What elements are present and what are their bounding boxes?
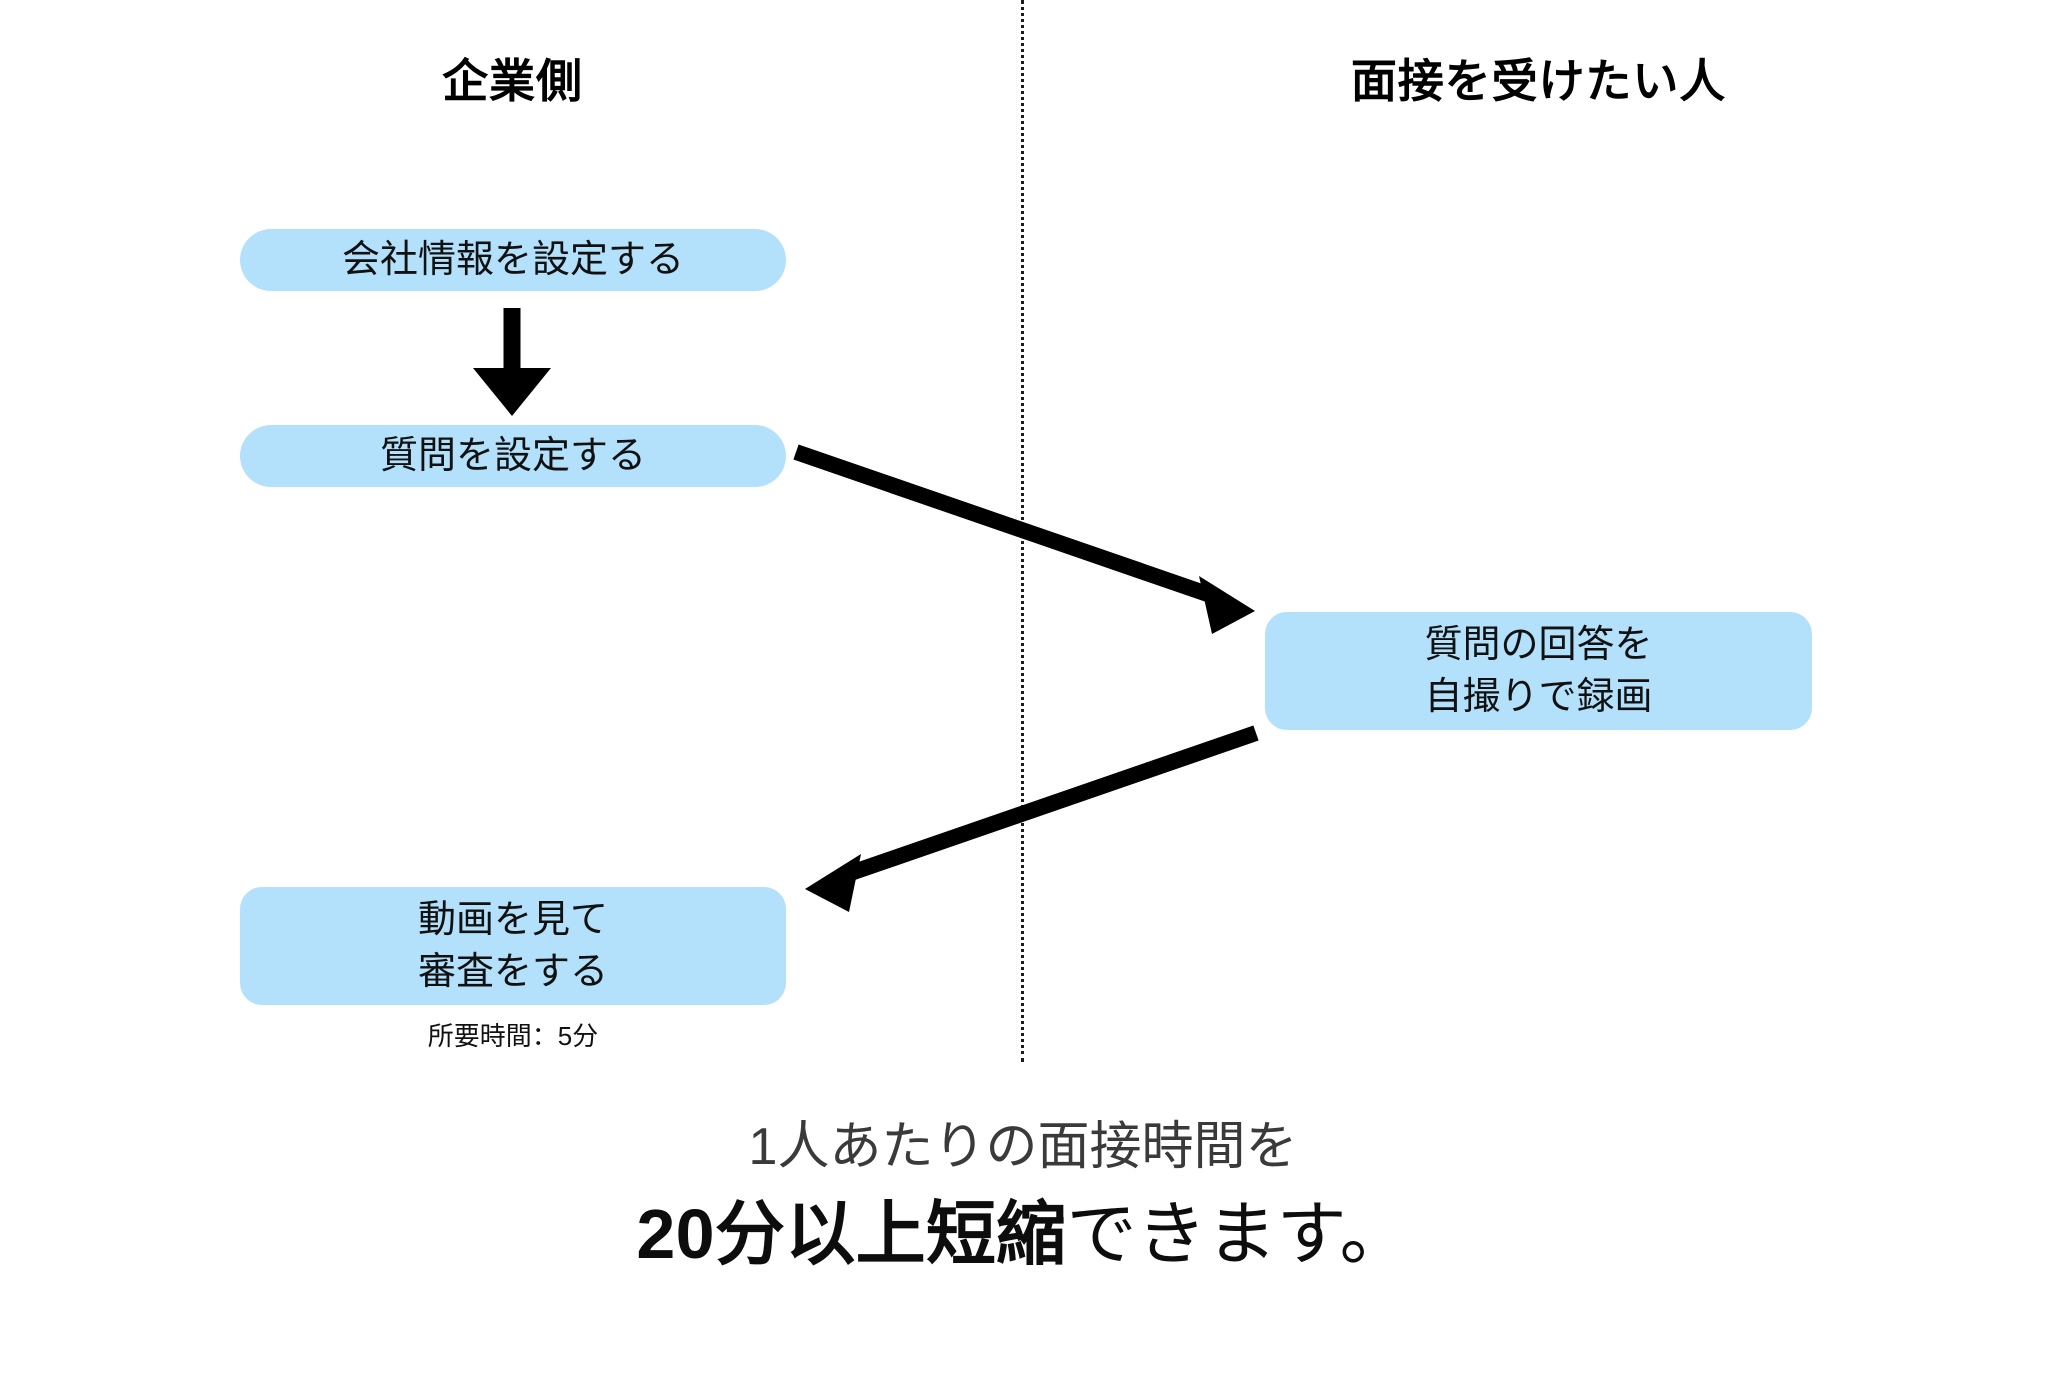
column-heading-company: 企業側 — [442, 55, 583, 107]
step-box-line: 動画を見て — [417, 898, 608, 941]
column-heading-candidate: 面接を受けたい人 — [1350, 55, 1727, 107]
summary-emphasis: 20分以上短縮 — [636, 1194, 1067, 1273]
step-box-record-answers[interactable]: 質問の回答を 自撮りで録画 — [1265, 612, 1812, 730]
step-box-line: 審査をする — [417, 951, 608, 993]
step-box-company-info[interactable]: 会社情報を設定する — [240, 229, 786, 291]
step-box-set-questions[interactable]: 質問を設定する — [240, 425, 786, 487]
step-box-line: 質問の回答を — [1424, 623, 1653, 666]
arrow-record-answers-to-review-video — [805, 725, 1259, 912]
arrow-company-info-to-set-questions — [473, 308, 551, 416]
summary-tail: できます。 — [1066, 1194, 1410, 1273]
step-box-review-video[interactable]: 動画を見て 審査をする — [240, 887, 786, 1005]
step-box-line: 質問を設定する — [379, 434, 646, 477]
step-box-line: 会社情報を設定する — [341, 238, 684, 281]
summary-line-1: 1人あたりの面接時間を — [748, 1118, 1298, 1176]
summary-line-2: 20分以上短縮できます。 — [0, 1194, 2046, 1275]
step-caption-duration: 所要時間：5分 — [427, 1021, 599, 1051]
arrow-set-questions-to-record-answers — [793, 444, 1255, 634]
summary-block: 1人あたりの面接時間を 20分以上短縮できます。 — [0, 1118, 2046, 1274]
swimlane-divider — [1021, 0, 1024, 1062]
step-box-line: 自撮りで録画 — [1424, 676, 1653, 718]
